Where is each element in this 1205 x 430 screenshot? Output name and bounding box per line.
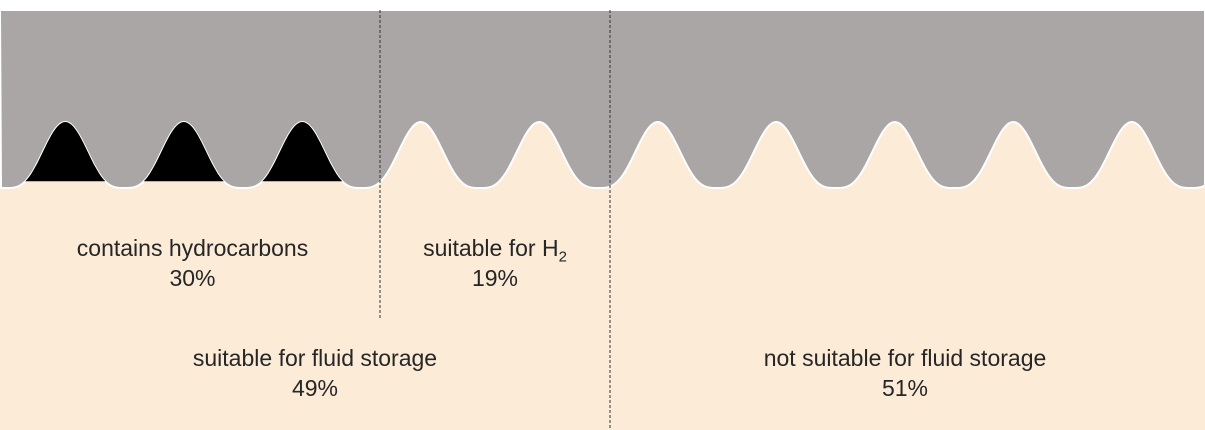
- label-fluid-storage-percent: 49%: [291, 375, 339, 401]
- hydrocarbon-trap: [25, 122, 106, 182]
- label-hydrocarbons-text: contains hydrocarbons: [76, 235, 309, 261]
- top-white-margin: [0, 0, 1205, 10]
- label-h2-line: suitable for H2: [385, 233, 605, 266]
- label-hydrocarbons: contains hydrocarbons 30%: [20, 233, 365, 293]
- label-fluid-storage-text: suitable for fluid storage: [192, 345, 438, 371]
- label-not-fluid-storage: not suitable for fluid storage 51%: [625, 343, 1185, 403]
- label-hydrocarbons-percent: 30%: [169, 265, 216, 291]
- label-fluid-storage: suitable for fluid storage 49%: [40, 343, 590, 403]
- label-h2: suitable for H2 19%: [385, 233, 605, 293]
- label-h2-text: suitable for H: [423, 235, 559, 261]
- hydrocarbon-traps: [25, 122, 343, 182]
- label-not-fluid-storage-text: not suitable for fluid storage: [763, 345, 1047, 371]
- hydrocarbon-trap: [262, 122, 343, 182]
- hydrocarbon-trap: [143, 122, 224, 182]
- label-not-fluid-storage-percent: 51%: [881, 375, 929, 401]
- label-h2-percent: 19%: [471, 265, 519, 291]
- label-h2-subscript: 2: [558, 248, 567, 266]
